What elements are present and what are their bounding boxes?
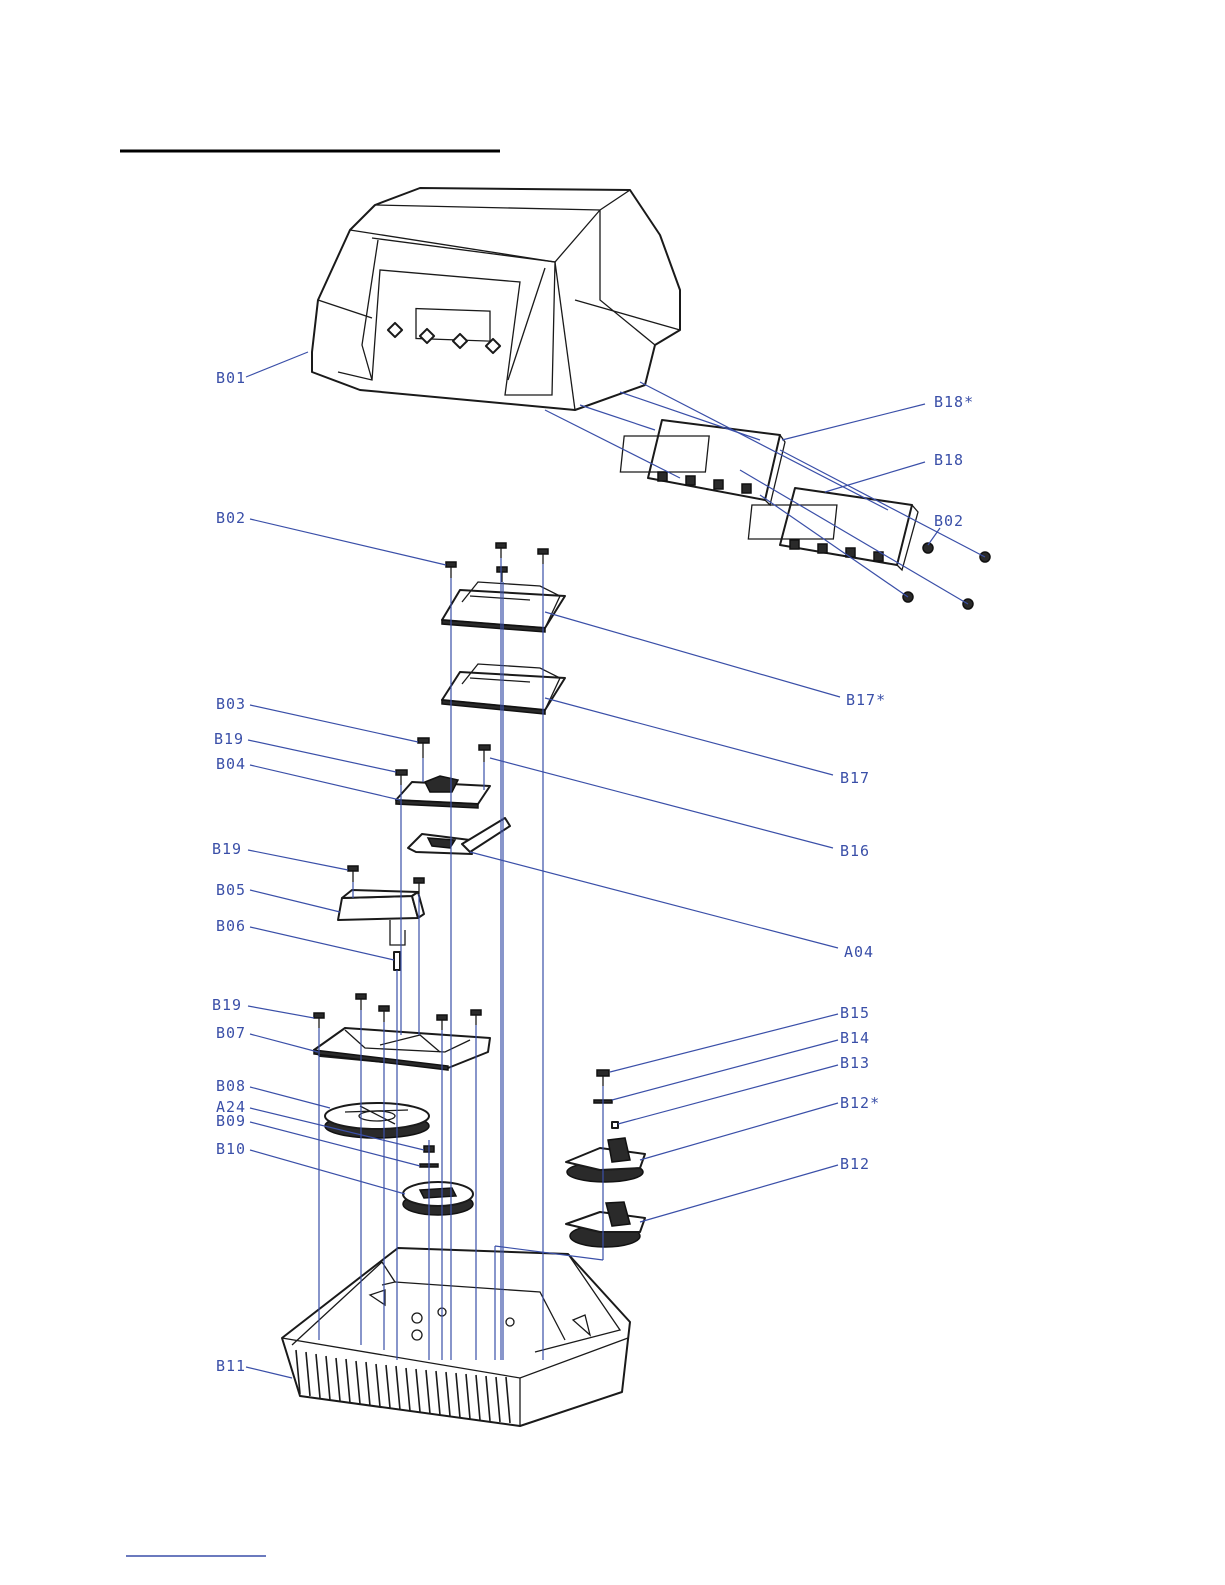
label-b12-alt: B12*: [840, 1094, 880, 1112]
display-board-b18: [748, 488, 918, 570]
label-b02-board: B02: [934, 512, 964, 530]
label-b11: B11: [216, 1357, 246, 1375]
label-b04: B04: [216, 755, 246, 773]
label-b18-alt: B18*: [934, 393, 974, 411]
label-b16: B16: [840, 842, 870, 860]
display-board-b18-alt: [620, 420, 785, 505]
label-b09: B09: [216, 1112, 246, 1130]
label-b13: B13: [840, 1054, 870, 1072]
label-b17-alt: B17*: [846, 691, 886, 709]
screws-b02-plate: [446, 543, 548, 582]
cam-gear-b12: [566, 1202, 645, 1247]
bracket-b04: [396, 776, 490, 808]
motor-arm-a04: [408, 818, 510, 854]
label-b06: B06: [216, 917, 246, 935]
gear-b10: [403, 1182, 473, 1215]
label-b12: B12: [840, 1155, 870, 1173]
label-b19-top: B19: [214, 730, 244, 748]
label-b14: B14: [840, 1029, 870, 1047]
screws-b03-b16-b19: [348, 738, 490, 894]
label-b07: B07: [216, 1024, 246, 1042]
label-b03: B03: [216, 695, 246, 713]
label-a04: A04: [844, 943, 874, 961]
motor-box-b05: [338, 890, 424, 945]
label-b02: B02: [216, 509, 246, 527]
shaft-b06: [394, 952, 400, 970]
label-b10: B10: [216, 1140, 246, 1158]
base-housing-b11: [282, 1248, 630, 1426]
label-b15: B15: [840, 1004, 870, 1022]
large-gear-b08: [325, 1103, 429, 1138]
label-b18: B18: [934, 451, 964, 469]
gear-plate-b07: [314, 1028, 490, 1070]
label-b17: B17: [840, 769, 870, 787]
label-b01: B01: [216, 369, 246, 387]
cam-gear-b12-alt: [566, 1138, 645, 1182]
label-b05: B05: [216, 881, 246, 899]
label-b19-mid: B19: [212, 840, 242, 858]
label-b19-low: B19: [212, 996, 242, 1014]
cover-part-b01: [312, 188, 680, 410]
label-b08: B08: [216, 1077, 246, 1095]
